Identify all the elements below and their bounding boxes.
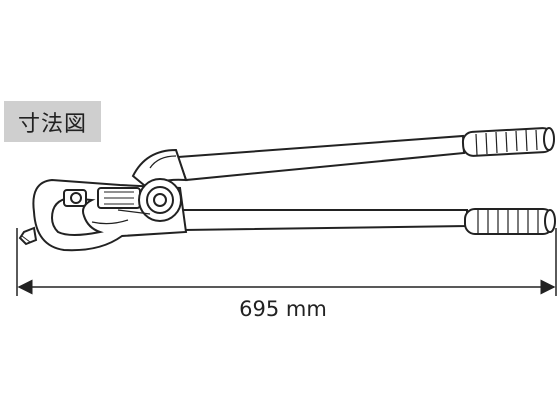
upper-handle [131,127,555,192]
lower-handle [176,208,556,235]
extension-lines [16,228,557,296]
dimension-value: 695 mm [239,297,327,321]
dimension-drawing-label: 寸法図 [4,101,101,142]
tool-head [18,178,188,252]
